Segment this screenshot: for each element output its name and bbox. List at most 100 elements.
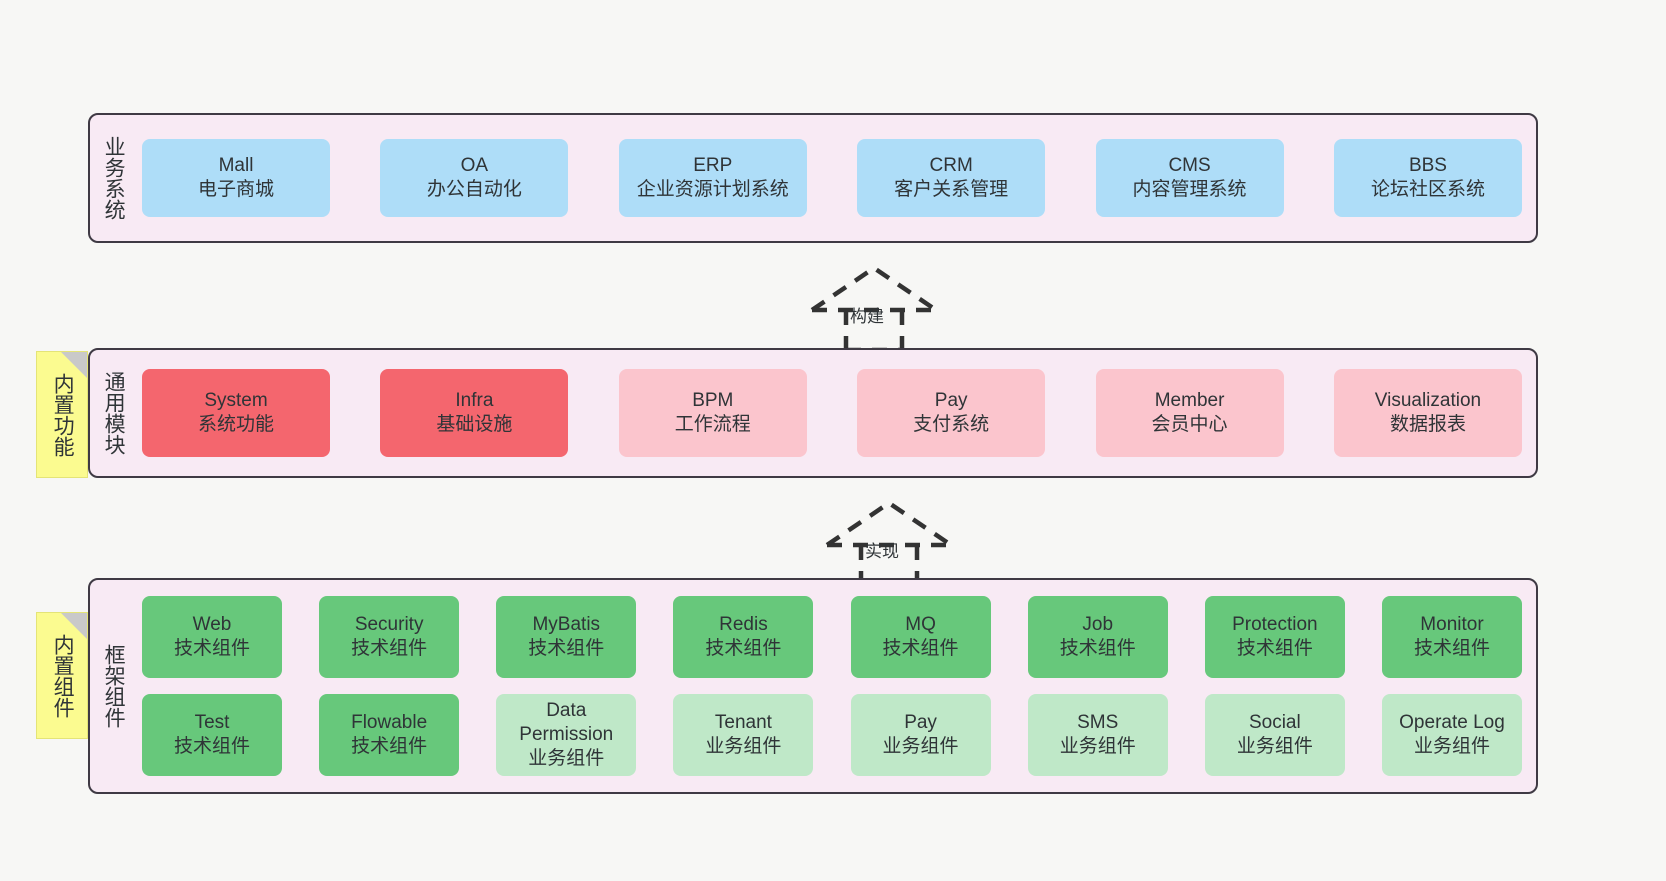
layer-body-common-modules: System 系统功能 Infra 基础设施 BPM 工作流程 Pay 支付系统… [136, 350, 1536, 476]
module-name: Data Permission [519, 699, 614, 745]
connector-implement: 实现 [815, 497, 975, 588]
module-desc: 客户关系管理 [894, 179, 1009, 200]
sticky-note-label: 内置组件 [51, 633, 75, 718]
module-box-data-permission[interactable]: Data Permission 业务组件 [496, 694, 637, 776]
module-box-security[interactable]: Security 技术组件 [319, 596, 460, 678]
module-desc: 业务组件 [1413, 736, 1490, 757]
module-name: Flowable [351, 711, 428, 733]
layer-body-framework-components: Web 技术组件 Security 技术组件 MyBatis 技术组件 Redi… [136, 580, 1536, 792]
layer-panel-framework-components: 框架组件 Web 技术组件 Security 技术组件 MyBatis 技术组件… [88, 578, 1538, 794]
module-box-system[interactable]: System 系统功能 [142, 369, 330, 457]
module-desc: 基础设施 [436, 414, 513, 435]
module-name: SMS [1077, 711, 1119, 733]
module-name: BPM [692, 389, 734, 411]
module-desc: 工作流程 [674, 414, 751, 435]
module-name: ERP [693, 154, 733, 176]
module-name: MyBatis [532, 613, 601, 635]
module-name: System [204, 389, 268, 411]
module-desc: 技术组件 [351, 638, 428, 659]
module-box-mq[interactable]: MQ 技术组件 [850, 596, 991, 678]
layer-title-common-modules: 通用模块 [102, 371, 126, 455]
module-box-sms[interactable]: SMS 业务组件 [1027, 694, 1168, 776]
module-name: Member [1154, 389, 1225, 411]
module-box-visualization[interactable]: Visualization 数据报表 [1333, 369, 1522, 457]
module-name: CRM [929, 154, 973, 176]
module-box-mybatis[interactable]: MyBatis 技术组件 [496, 596, 637, 678]
module-box-test[interactable]: Test 技术组件 [142, 694, 282, 776]
module-box-erp[interactable]: ERP 企业资源计划系统 [618, 139, 807, 217]
module-box-oa[interactable]: OA 办公自动化 [380, 139, 569, 217]
module-name: Operate Log [1399, 711, 1505, 733]
module-name: Security [354, 613, 424, 635]
module-box-job[interactable]: Job 技术组件 [1027, 596, 1168, 678]
module-box-operate-log[interactable]: Operate Log 业务组件 [1381, 694, 1522, 776]
module-desc: 技术组件 [1059, 638, 1136, 659]
note-fold-corner-icon [61, 613, 87, 639]
module-desc: 技术组件 [351, 736, 428, 757]
module-desc: 数据报表 [1389, 414, 1466, 435]
layer-row: Mall 电子商城 OA 办公自动化 ERP 企业资源计划系统 CRM 客户关系… [142, 139, 1522, 217]
module-name: Web [192, 613, 232, 635]
module-desc: 企业资源计划系统 [636, 179, 789, 200]
module-desc: 技术组件 [1413, 638, 1490, 659]
module-name: CMS [1168, 154, 1211, 176]
layer-row: Web 技术组件 Security 技术组件 MyBatis 技术组件 Redi… [142, 596, 1522, 678]
layer-panel-common-modules: 通用模块 System 系统功能 Infra 基础设施 BPM 工作流程 Pay… [88, 348, 1538, 478]
module-name: Redis [719, 613, 768, 635]
module-box-member[interactable]: Member 会员中心 [1095, 369, 1284, 457]
connector-label-implement: 实现 [865, 542, 899, 561]
module-box-cms[interactable]: CMS 内容管理系统 [1095, 139, 1284, 217]
layer-body-business-systems: Mall 电子商城 OA 办公自动化 ERP 企业资源计划系统 CRM 客户关系… [136, 115, 1536, 241]
module-name: Pay [934, 389, 968, 411]
module-desc: 业务组件 [882, 736, 959, 757]
module-desc: 技术组件 [882, 638, 959, 659]
module-name: MQ [905, 613, 936, 635]
module-desc: 技术组件 [173, 736, 250, 757]
module-desc: 办公自动化 [426, 179, 522, 200]
sticky-note-label: 内置功能 [51, 372, 75, 457]
module-name: Protection [1232, 613, 1318, 635]
module-desc: 支付系统 [913, 414, 990, 435]
module-desc: 内容管理系统 [1132, 179, 1247, 200]
module-box-infra[interactable]: Infra 基础设施 [380, 369, 569, 457]
layer-title-business-systems: 业务系统 [102, 136, 126, 220]
note-fold-corner-icon [61, 352, 87, 378]
module-box-pay[interactable]: Pay 支付系统 [857, 369, 1046, 457]
module-box-bbs[interactable]: BBS 论坛社区系统 [1333, 139, 1522, 217]
layer-row: Test 技术组件 Flowable 技术组件 Data Permission … [142, 694, 1522, 776]
connector-label-build: 构建 [850, 307, 884, 326]
module-box-web[interactable]: Web 技术组件 [142, 596, 282, 678]
module-desc: 会员中心 [1151, 414, 1228, 435]
module-desc: 业务组件 [1059, 736, 1136, 757]
module-desc: 业务组件 [1236, 736, 1313, 757]
connector-build: 构建 [800, 262, 960, 353]
module-box-crm[interactable]: CRM 客户关系管理 [857, 139, 1046, 217]
module-desc: 电子商城 [197, 179, 274, 200]
module-box-pay-business[interactable]: Pay 业务组件 [850, 694, 991, 776]
module-name: Job [1082, 613, 1114, 635]
module-name: Infra [455, 389, 494, 411]
module-name: Visualization [1374, 389, 1482, 411]
module-desc: 技术组件 [1236, 638, 1313, 659]
module-box-monitor[interactable]: Monitor 技术组件 [1381, 596, 1522, 678]
module-desc: 技术组件 [528, 638, 605, 659]
module-box-protection[interactable]: Protection 技术组件 [1204, 596, 1345, 678]
module-box-redis[interactable]: Redis 技术组件 [673, 596, 814, 678]
layer-title-framework-components: 框架组件 [102, 644, 126, 728]
sticky-note-builtin-components: 内置组件 [36, 612, 88, 739]
module-box-social[interactable]: Social 业务组件 [1204, 694, 1345, 776]
module-name: Pay [904, 711, 937, 733]
layer-panel-business-systems: 业务系统 Mall 电子商城 OA 办公自动化 ERP 企业资源计划系统 CRM… [88, 113, 1538, 243]
module-name: Monitor [1420, 613, 1484, 635]
module-box-flowable[interactable]: Flowable 技术组件 [319, 694, 460, 776]
module-desc: 技术组件 [705, 638, 782, 659]
module-box-mall[interactable]: Mall 电子商城 [142, 139, 330, 217]
layer-row: System 系统功能 Infra 基础设施 BPM 工作流程 Pay 支付系统… [142, 369, 1522, 457]
sticky-note-builtin-features: 内置功能 [36, 351, 88, 478]
module-desc: 论坛社区系统 [1370, 179, 1485, 200]
module-box-bpm[interactable]: BPM 工作流程 [618, 369, 807, 457]
module-name: Mall [218, 154, 254, 176]
module-box-tenant[interactable]: Tenant 业务组件 [673, 694, 814, 776]
module-desc: 系统功能 [197, 414, 274, 435]
